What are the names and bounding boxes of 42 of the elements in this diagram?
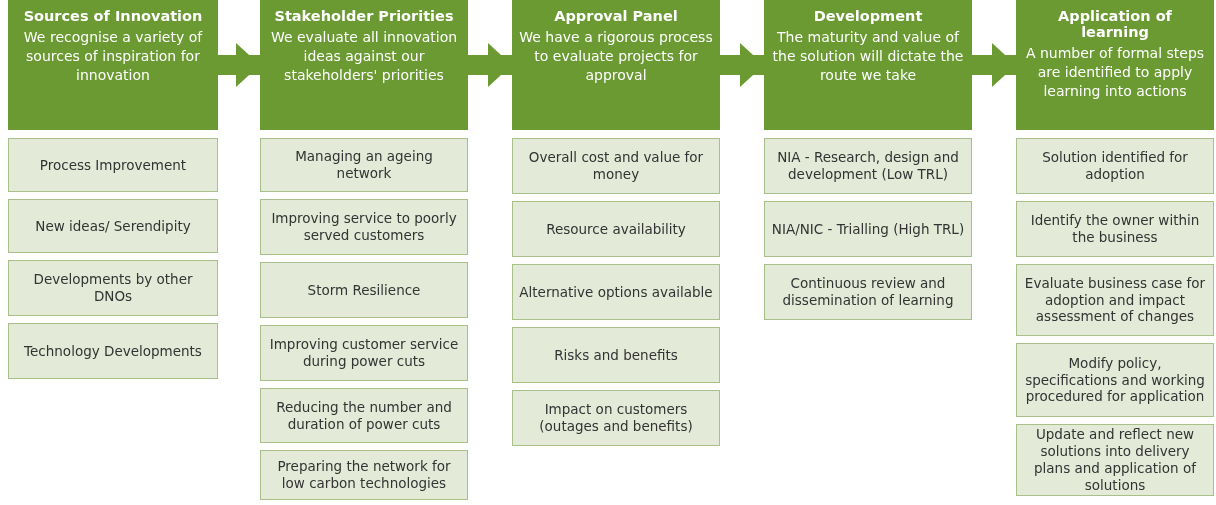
stage-header bbox=[1016, 0, 1214, 130]
item-box: Reducing the number and duration of power cuts bbox=[260, 388, 468, 443]
item-box: Overall cost and value for money bbox=[512, 138, 720, 194]
arrow bbox=[218, 43, 260, 87]
item-box: Technology Developments bbox=[8, 323, 218, 379]
item-box: Preparing the network for low carbon technologies bbox=[260, 450, 468, 500]
item-box: Identify the owner within the business bbox=[1016, 201, 1214, 257]
item-box: Risks and benefits bbox=[512, 327, 720, 383]
stage-header bbox=[8, 0, 218, 130]
arrow bbox=[972, 43, 1016, 87]
arrow bbox=[720, 43, 764, 87]
item-box: Process Improvement bbox=[8, 138, 218, 192]
item-box: Solution identified for adoption bbox=[1016, 138, 1214, 194]
stage-title: Application of learning bbox=[1057, 8, 1173, 40]
item-box: Modify policy, specifications and working procedured for application bbox=[1016, 343, 1214, 417]
item-box: Impact on customers (outages and benefits) bbox=[512, 390, 720, 446]
stage-header bbox=[512, 0, 720, 130]
item-box: Improving customer service during power cuts bbox=[260, 325, 468, 381]
stage-title: Stakeholder Priorities bbox=[274, 8, 454, 24]
stage-title: Development bbox=[813, 8, 923, 24]
stage-header bbox=[260, 0, 468, 130]
item-box: Continuous review and dissemination of learning bbox=[764, 264, 972, 320]
item-box: Update and reflect new solutions into delivery plans and application of solutions bbox=[1016, 424, 1214, 496]
stage-description: A number of formal steps are identified to apply learning into actions bbox=[1024, 44, 1206, 101]
stage-header bbox=[764, 0, 972, 130]
item-box: NIA/NIC - Trialling (High TRL) bbox=[764, 201, 972, 257]
item-box: Alternative options available bbox=[512, 264, 720, 320]
stage-title: Approval Panel bbox=[554, 8, 678, 24]
item-box: NIA - Research, design and development (Low TRL) bbox=[764, 138, 972, 194]
item-box: Resource availability bbox=[512, 201, 720, 257]
item-box: New ideas/ Serendipity bbox=[8, 199, 218, 253]
stage-description: We recognise a variety of sources of inspiration for innovation bbox=[22, 28, 204, 85]
item-box: Evaluate business case for adoption and impact assessment of changes bbox=[1016, 264, 1214, 336]
stage-description: We have a rigorous process to evaluate projects for approval bbox=[518, 28, 714, 85]
item-box: Storm Resilience bbox=[260, 262, 468, 318]
item-box: Developments by other DNOs bbox=[8, 260, 218, 316]
stage-title: Sources of Innovation bbox=[23, 8, 203, 24]
stage-description: We evaluate all innovation ideas against our stakeholders' priorities bbox=[269, 28, 459, 85]
stage-description: The maturity and value of the solution will dictate the route we take bbox=[771, 28, 965, 85]
item-box: Improving service to poorly served customers bbox=[260, 199, 468, 255]
item-box: Managing an ageing network bbox=[260, 138, 468, 192]
arrow bbox=[468, 43, 512, 87]
